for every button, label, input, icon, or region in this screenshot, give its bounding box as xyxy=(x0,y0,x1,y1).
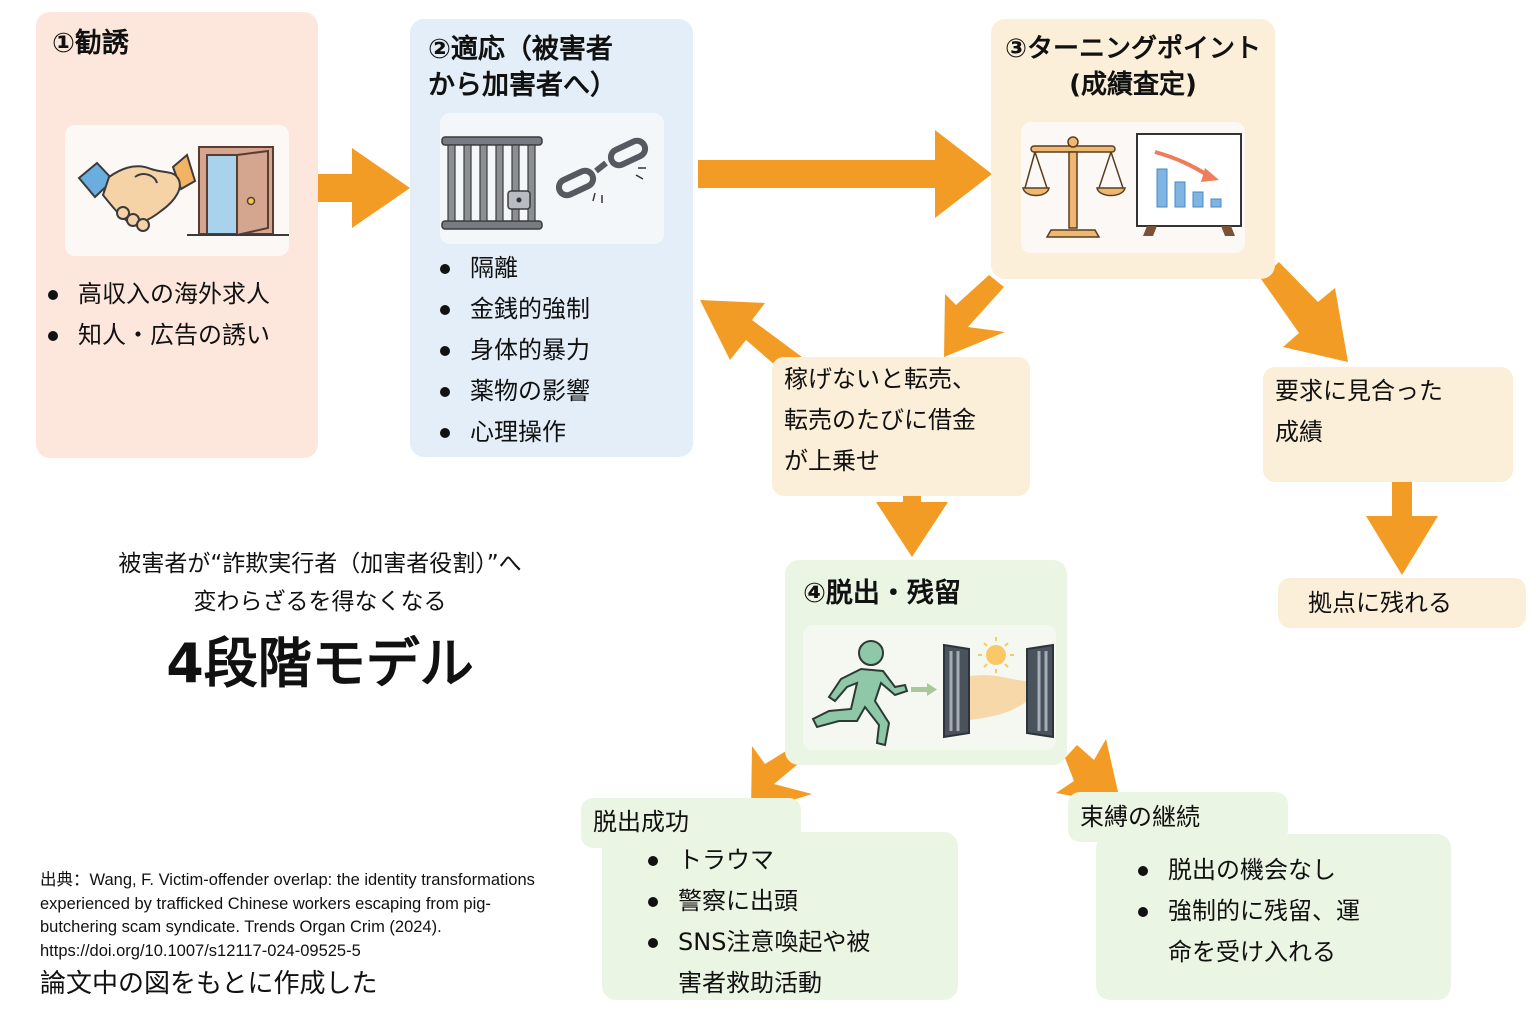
continued-bondage-bullet-continuation: 命を受け入れる xyxy=(1168,938,1336,966)
resale-debt-note: 稼げないと転売、 転売のたびに借金 が上乗せ xyxy=(772,357,1030,496)
open-door-icon xyxy=(187,146,289,237)
stage2-bullet: 薬物の影響 xyxy=(432,371,590,412)
stage4-illustration xyxy=(803,625,1056,750)
handshake-icon xyxy=(77,153,197,232)
continued-bondage-bullet: 強制的に残留、運 xyxy=(1130,891,1360,932)
arrow-stage1-to-stage2 xyxy=(318,148,410,228)
escape-success-box: トラウマ 警察に出頭 SNS注意喚起や被 害者救助活動 xyxy=(602,832,958,1000)
escape-success-label: 脱出成功 xyxy=(581,798,801,848)
meets-demand-line: 要求に見合った xyxy=(1275,377,1443,405)
citation-line: experienced by trafficked Chinese worker… xyxy=(40,894,491,913)
model-title: 4段階モデル xyxy=(166,632,474,695)
arrow-stage3-to-resale-note xyxy=(944,275,1005,357)
citation-line: butchering scam syndicate. Trends Organ … xyxy=(40,918,442,936)
stage2-bullet-list: 隔離 金銭的強制 身体的暴力 薬物の影響 心理操作 xyxy=(432,248,590,453)
stage2-adaptation-box: ②適応（被害者 から加害者へ） xyxy=(410,19,693,457)
stage2-title: ②適応（被害者 から加害者へ） xyxy=(428,32,617,104)
continued-bondage-box: 脱出の機会なし 強制的に残留、運 命を受け入れる xyxy=(1096,834,1451,1000)
arrow-meets-demand-to-stay xyxy=(1366,478,1438,575)
meets-demand-note: 要求に見合った 成績 xyxy=(1263,367,1513,482)
arrow-stage3-to-meets-demand xyxy=(1261,262,1348,362)
escape-success-bullet-continuation: 害者救助活動 xyxy=(678,969,822,997)
stage3-turning-point-box: ③ターニングポイント (成績査定) xyxy=(991,19,1275,279)
model-subtitle: 被害者が“詐欺実行者（加害者役割）”へ 変わらざるを得なくなる xyxy=(40,545,600,621)
stage4-escape-or-stay-box: ④脱出・残留 xyxy=(785,560,1067,765)
stage1-recruitment-box: ①勧誘 高収入の海外求人 知人・広告の誘い xyxy=(36,12,318,458)
arrow-right-icon xyxy=(911,683,937,696)
stage2-bullet: 金銭的強制 xyxy=(432,289,590,330)
stage2-title-line2: から加害者へ） xyxy=(428,70,617,101)
model-subtitle-line1: 被害者が“詐欺実行者（加害者役割）”へ xyxy=(118,551,522,577)
stage3-illustration xyxy=(1021,122,1245,253)
continued-bondage-label: 束縛の継続 xyxy=(1068,792,1288,842)
stage3-title-line2: (成績査定) xyxy=(1069,70,1197,100)
stage4-title: ④脱出・残留 xyxy=(803,578,961,609)
arrow-resale-to-stage4 xyxy=(876,493,948,557)
jail-cell-icon xyxy=(441,136,543,230)
escape-success-bullet: SNS注意喚起や被 xyxy=(640,922,870,963)
continued-bondage-bullet: 命を受け入れる xyxy=(1130,932,1360,973)
meets-demand-line: 成績 xyxy=(1275,418,1323,446)
citation-line: 出典：Wang, F. Victim-offender overlap: the… xyxy=(40,871,535,889)
stage2-bullet: 隔離 xyxy=(432,248,590,289)
stage3-title-line1: ③ターニングポイント xyxy=(1004,34,1261,64)
arrow-stage2-to-stage3 xyxy=(698,130,992,218)
source-citation: 出典：Wang, F. Victim-offender overlap: the… xyxy=(40,869,600,963)
declining-chart-icon xyxy=(1136,133,1242,236)
scales-icon xyxy=(1022,136,1126,238)
resale-note-line: 転売のたびに借金 xyxy=(784,406,976,434)
stage1-illustration xyxy=(65,125,289,256)
citation-doi-link[interactable]: https://doi.org/10.1007/s12117-024-09525… xyxy=(40,941,361,960)
open-jail-doors-icon xyxy=(943,637,1054,739)
stay-at-base-note: 拠点に残れる xyxy=(1278,578,1526,628)
continued-bondage-bullet-list: 脱出の機会なし 強制的に残留、運 命を受け入れる xyxy=(1130,850,1360,973)
stage1-bullet: 高収入の海外求人 xyxy=(40,274,270,315)
escape-success-bullet: 警察に出頭 xyxy=(640,881,870,922)
resale-note-line: 稼げないと転売、 xyxy=(784,365,976,393)
escape-success-bullet: トラウマ xyxy=(640,840,870,881)
running-person-icon xyxy=(811,640,909,747)
continued-bondage-bullet: 脱出の機会なし xyxy=(1130,850,1360,891)
stage1-bullet: 知人・広告の誘い xyxy=(40,315,270,356)
resale-note-line: が上乗せ xyxy=(784,447,880,475)
escape-success-bullet: 害者救助活動 xyxy=(640,963,870,1004)
stage2-title-line1: ②適応（被害者 xyxy=(428,34,613,65)
stage2-bullet: 身体的暴力 xyxy=(432,330,590,371)
stage1-bullet-list: 高収入の海外求人 知人・広告の誘い xyxy=(40,274,270,356)
stage1-title: ①勧誘 xyxy=(52,28,129,59)
model-subtitle-line2: 変わらざるを得なくなる xyxy=(193,589,447,615)
stage2-bullet: 心理操作 xyxy=(432,412,590,453)
broken-chain-icon xyxy=(555,137,649,203)
escape-success-bullet-list: トラウマ 警察に出頭 SNS注意喚起や被 害者救助活動 xyxy=(640,840,870,1004)
made-from-paper-note: 論文中の図をもとに作成した xyxy=(40,969,378,999)
stage2-illustration xyxy=(440,113,664,244)
stage3-title: ③ターニングポイント (成績査定) xyxy=(991,31,1275,103)
